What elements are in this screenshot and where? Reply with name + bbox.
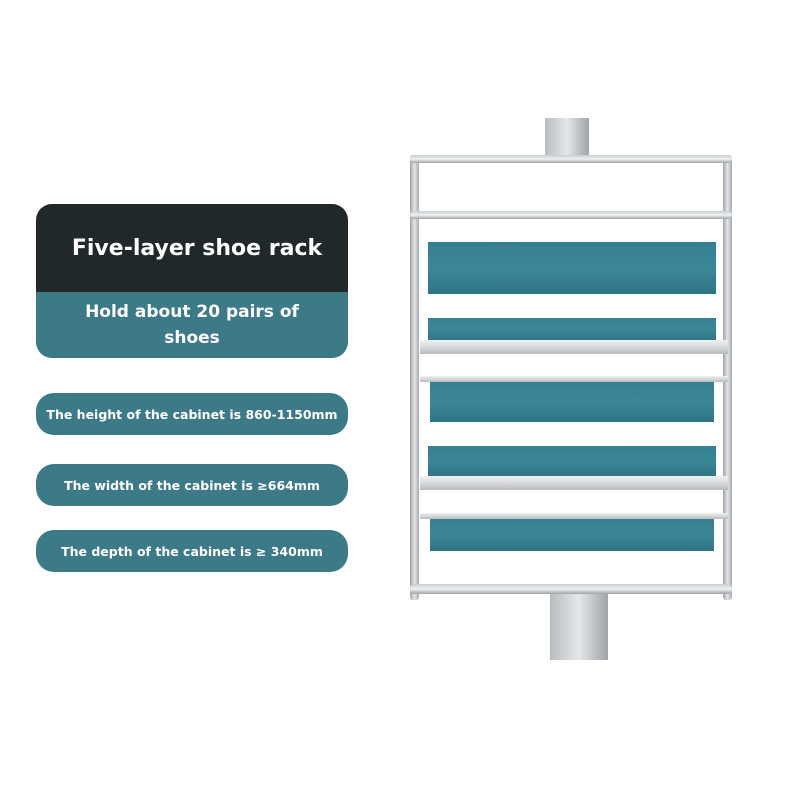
shelf-5-top-lip — [420, 513, 728, 519]
spec-width: The width of the cabinet is ≥664mm — [36, 464, 348, 506]
title-header: Five-layer shoe rack — [36, 204, 348, 292]
shelf-4-lip — [420, 476, 728, 490]
shoe-rack-image — [410, 118, 740, 663]
capacity-text: Hold about 20 pairs of shoes — [85, 302, 299, 348]
frame-upper-bar — [410, 211, 732, 219]
shelf-3 — [430, 382, 714, 422]
bottom-mount-base — [550, 594, 608, 660]
frame-left — [410, 155, 419, 600]
shelf-5 — [430, 519, 714, 551]
product-title: Five-layer shoe rack — [71, 235, 323, 261]
shelf-4 — [428, 446, 716, 476]
title-card: Five-layer shoe rack Hold about 20 pairs… — [36, 204, 348, 358]
top-mount-bracket — [545, 118, 589, 156]
frame-top-bar — [410, 155, 732, 163]
shelf-1 — [428, 242, 716, 294]
spec-depth: The depth of the cabinet is ≥ 340mm — [36, 530, 348, 572]
spec-height: The height of the cabinet is 860-1150mm — [36, 393, 348, 435]
shelf-3-top-lip — [420, 376, 728, 382]
capacity-banner: Hold about 20 pairs of shoes — [36, 292, 348, 358]
shelf-2 — [428, 318, 716, 340]
frame-bottom-bar — [410, 584, 732, 594]
shelf-2-lip — [420, 340, 728, 354]
